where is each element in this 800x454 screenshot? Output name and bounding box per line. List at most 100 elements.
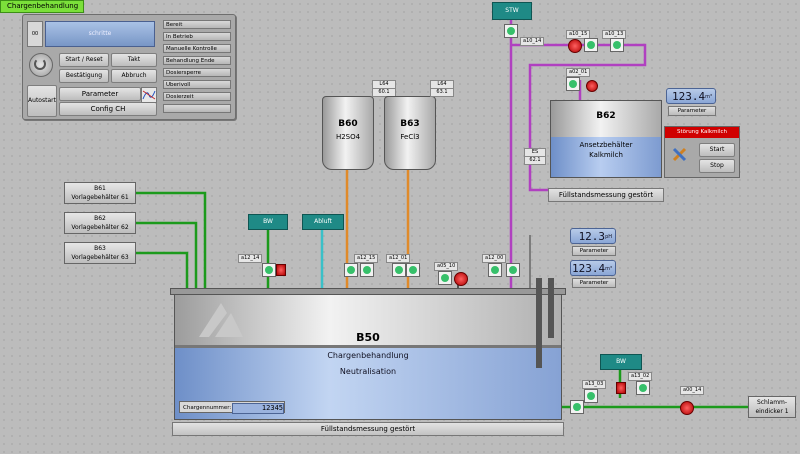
tank-b62-id: B62 <box>596 111 616 121</box>
valve-a12-00-label: a12_00 <box>482 254 507 263</box>
valve-a12-00[interactable] <box>488 263 502 277</box>
valve-a10-15-label: a10_15 <box>566 30 591 39</box>
valve-h2so4-inlet[interactable] <box>344 263 358 277</box>
b62-level-display: 123.4m³ <box>666 88 716 104</box>
schlammeindicker-box[interactable]: Schlamm- eindicker 1 <box>748 396 796 418</box>
vorlage-b61-id: B61 <box>94 185 106 192</box>
tank-b62-val: 62.1 <box>524 156 546 165</box>
tank-b60[interactable]: B60 H2SO4 <box>322 96 374 170</box>
tools-icon <box>671 145 689 163</box>
b50-level-parameter[interactable]: Parameter <box>572 278 616 288</box>
tank-b62[interactable]: B62 Ansetzbehälter Kalkmilch <box>550 100 662 178</box>
b50-level-value: 123.4 <box>572 262 606 275</box>
valve-a10-14-label: a10_14 <box>520 37 545 46</box>
valve-a13-03[interactable] <box>584 389 598 403</box>
vorlage-b62[interactable]: B62 Vorlagebehälter 62 <box>64 212 136 234</box>
parameter-button[interactable]: Parameter <box>59 87 141 101</box>
power-icon <box>34 58 46 70</box>
valve-a12-01[interactable] <box>392 263 406 277</box>
b62-level-value: 123.4 <box>672 90 706 103</box>
valve-a12-14[interactable] <box>262 263 276 277</box>
tank-b63-name: FeCl3 <box>400 133 420 141</box>
status-uebervoll: Uberivoll <box>163 80 231 89</box>
tank-b63[interactable]: B63 FeCl3 <box>384 96 436 170</box>
valve-a02-01-label: a02_01 <box>566 68 591 77</box>
b62-level-parameter[interactable]: Parameter <box>668 106 716 116</box>
valve-a10-13[interactable] <box>610 38 624 52</box>
pipe-b63 <box>135 251 189 290</box>
valve-a13-02[interactable] <box>636 381 650 395</box>
kalk-start-button[interactable]: Start <box>699 143 735 157</box>
valve-a12-14-label: a12_14 <box>238 254 263 263</box>
vorlage-b62-name: Vorlagebehälter 62 <box>71 224 129 231</box>
valve-a12-01-label: a12_01 <box>386 254 411 263</box>
valve-a13-02-label: a13_02 <box>628 372 653 381</box>
config-button[interactable]: Config CH <box>59 102 157 116</box>
step-display: schritte <box>45 21 155 47</box>
status-dosiersperre: Dosiersperre <box>163 68 231 77</box>
probe-1 <box>536 278 542 368</box>
tank-b50-line2: Neutralisation <box>339 367 397 376</box>
pump-a02-01[interactable] <box>586 80 598 92</box>
status-empty <box>163 104 231 113</box>
valve-a10-15[interactable] <box>584 38 598 52</box>
window-title-tab[interactable]: Chargenbehandlung <box>0 0 84 13</box>
curve-icon[interactable] <box>141 87 157 103</box>
pipe-b61 <box>135 191 207 290</box>
chargennummer-box: Chargennummer: 12345 <box>179 401 285 414</box>
vorlage-b62-id: B62 <box>94 215 106 222</box>
tank-b62-line1: Ansetzbehälter <box>579 141 633 149</box>
valve-bw2-actuator[interactable] <box>616 382 626 394</box>
valve-stw-inlet[interactable] <box>506 263 520 277</box>
ph-display: 12.3pH <box>570 228 616 244</box>
pump-a10-15[interactable] <box>568 39 582 53</box>
abluft-tag[interactable]: Abluft <box>302 214 344 230</box>
stw-tag[interactable]: STW <box>492 2 532 20</box>
status-bereit: Bereit <box>163 20 231 29</box>
autostart-button[interactable]: Autostart <box>27 85 57 117</box>
pipe-b62 <box>135 221 198 290</box>
vorlage-b63-name: Vorlagebehälter 63 <box>71 254 129 261</box>
ph-parameter[interactable]: Parameter <box>572 246 616 256</box>
b62-status: Füllstandsmessung gestört <box>548 188 664 202</box>
vorlage-b61[interactable]: B61 Vorlagebehälter 61 <box>64 182 136 204</box>
probe-2 <box>548 278 554 338</box>
tank-b50-line1: Chargenbehandlung <box>327 351 409 360</box>
bestaetigung-button[interactable]: Bestätigung <box>59 69 109 83</box>
status-manuelle-kontrolle: Manuelle Kontrolle <box>163 44 231 53</box>
logo-icon <box>197 299 245 339</box>
kalk-panel-header: Störung Kalkmilch <box>665 127 739 138</box>
valve-b50-outlet[interactable] <box>570 400 584 414</box>
valve-fecl3-inlet[interactable] <box>406 263 420 277</box>
bw2-tag[interactable]: BW <box>600 354 642 370</box>
status-behandlung-ende: Behandlung Ende <box>163 56 231 65</box>
tank-b50-rim <box>170 288 566 295</box>
tank-b63-val: 63.1 <box>430 88 454 97</box>
kalk-panel: Störung Kalkmilch Start Stop <box>664 126 740 178</box>
vorlage-b63-id: B63 <box>94 245 106 252</box>
abbruch-button[interactable]: Abbruch <box>111 69 157 83</box>
valve-a02-01[interactable] <box>566 77 580 91</box>
pump-a05-10[interactable] <box>454 272 468 286</box>
takt-button[interactable]: Takt <box>111 53 157 67</box>
pump-a00-14[interactable] <box>680 401 694 415</box>
power-button[interactable] <box>29 53 53 77</box>
bw-tag[interactable]: BW <box>248 214 288 230</box>
vorlage-b63[interactable]: B63 Vorlagebehälter 63 <box>64 242 136 264</box>
tank-b50-id: B50 <box>356 331 380 344</box>
valve-a12-15-label: a12_15 <box>354 254 379 263</box>
valve-a12-14-actuator[interactable] <box>276 264 286 276</box>
b50-level-display: 123.4m³ <box>570 260 616 276</box>
control-panel: 00 schritte Start / Reset Takt Bestätigu… <box>22 14 236 120</box>
start-reset-button[interactable]: Start / Reset <box>59 53 109 67</box>
valve-stw[interactable] <box>504 24 518 38</box>
valve-a05-10[interactable] <box>438 271 452 285</box>
vorlage-b61-name: Vorlagebehälter 61 <box>71 194 129 201</box>
step-number: 00 <box>27 21 43 47</box>
tank-b50[interactable]: B50 Chargenbehandlung Neutralisation Cha… <box>174 292 562 420</box>
status-dosierzeit: Dosierzeit <box>163 92 231 101</box>
tank-b60-name: H2SO4 <box>335 133 361 141</box>
kalk-stop-button[interactable]: Stop <box>699 159 735 173</box>
tank-b60-id: B60 <box>338 119 358 129</box>
valve-a12-15[interactable] <box>360 263 374 277</box>
